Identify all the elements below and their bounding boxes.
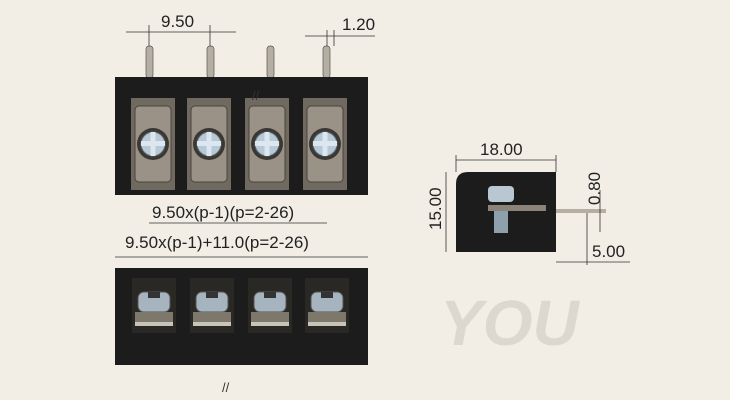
pin-width-label: 1.20	[342, 15, 375, 34]
break-mark: //	[222, 380, 230, 395]
dim-pin-thickness: 0.80	[585, 172, 604, 232]
height-label: 15.00	[426, 187, 445, 230]
dim-pin-height: 5.00	[556, 213, 630, 265]
front-view: //	[115, 268, 368, 395]
dim-depth: 18.00	[455, 140, 557, 172]
side-view	[456, 172, 606, 252]
pin-height-label: 5.00	[592, 242, 625, 261]
dim-height: 15.00	[426, 172, 447, 252]
pins	[145, 45, 331, 79]
dim-pin-width: 1.20	[305, 15, 375, 46]
dim-pitch: 9.50	[126, 12, 236, 46]
break-mark: //	[252, 88, 260, 103]
dim-overall-length: 9.50x(p-1)+11.0(p=2-26)	[115, 233, 368, 258]
pin-span-label: 9.50x(p-1)(p=2-26)	[152, 203, 294, 222]
watermark: YOU	[440, 287, 580, 359]
top-view: //	[115, 45, 368, 195]
pin-thickness-label: 0.80	[585, 172, 604, 205]
dim-pin-span: 9.50x(p-1)(p=2-26)	[149, 203, 327, 224]
pitch-label: 9.50	[161, 12, 194, 31]
overall-length-label: 9.50x(p-1)+11.0(p=2-26)	[125, 233, 309, 252]
depth-label: 18.00	[480, 140, 523, 159]
